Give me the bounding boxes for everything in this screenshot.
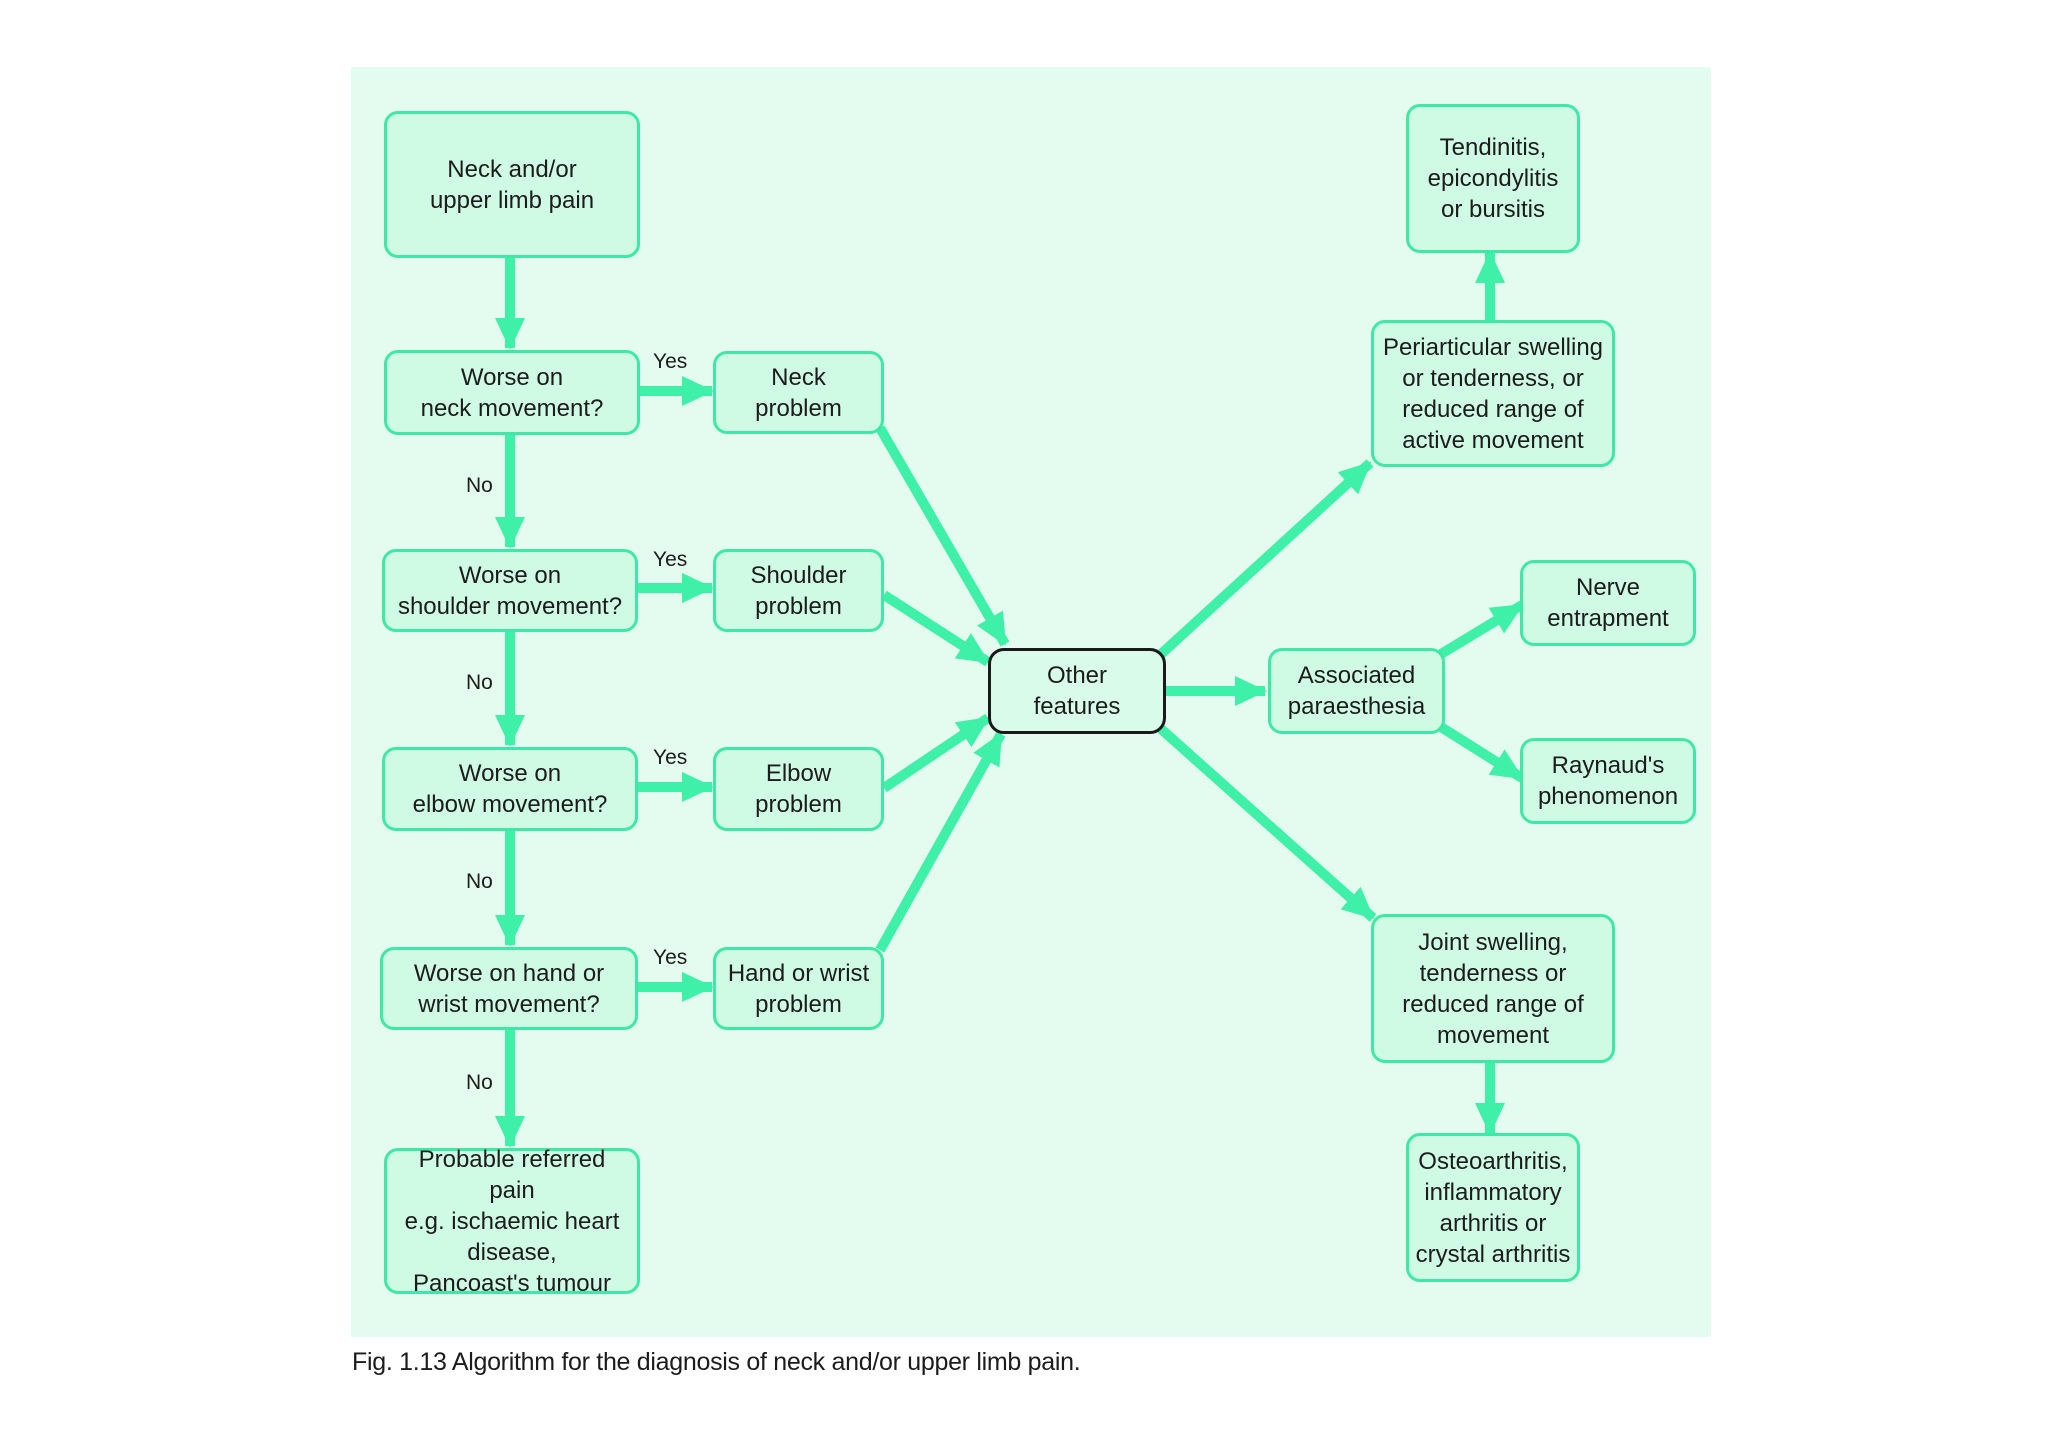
- node-hand-problem: Hand or wrist problem: [713, 947, 884, 1030]
- node-q-elbow: Worse on elbow movement?: [382, 747, 638, 831]
- label-yes-elbow: Yes: [653, 746, 688, 769]
- node-periarticular: Periarticular swelling or tenderness, or…: [1371, 320, 1615, 467]
- label-no-3: No: [466, 870, 493, 893]
- label-no-2: No: [466, 671, 493, 694]
- node-osteoarthritis: Osteoarthritis, inflammatory arthritis o…: [1406, 1133, 1580, 1282]
- node-other-features: Other features: [988, 648, 1166, 734]
- label-yes-hand: Yes: [653, 946, 688, 969]
- node-joint-swelling: Joint swelling, tenderness or reduced ra…: [1371, 914, 1615, 1063]
- node-neck-problem: Neck problem: [713, 351, 884, 434]
- figure-caption: Fig. 1.13 Algorithm for the diagnosis of…: [352, 1348, 1081, 1376]
- node-paraesthesia: Associated paraesthesia: [1268, 648, 1445, 734]
- node-q-hand: Worse on hand or wrist movement?: [380, 947, 638, 1030]
- label-yes-shoulder: Yes: [653, 548, 688, 571]
- label-no-4: No: [466, 1071, 493, 1094]
- label-yes-neck: Yes: [653, 350, 688, 373]
- node-referred: Probable referred pain e.g. ischaemic he…: [384, 1146, 640, 1297]
- node-nerve: Nerve entrapment: [1520, 560, 1696, 646]
- label-no-1: No: [466, 474, 493, 497]
- node-elbow-problem: Elbow problem: [713, 747, 884, 831]
- node-raynaud: Raynaud's phenomenon: [1520, 738, 1696, 824]
- node-shoulder-problem: Shoulder problem: [713, 549, 884, 632]
- node-q-shoulder: Worse on shoulder movement?: [382, 549, 638, 632]
- node-start: Neck and/or upper limb pain: [384, 111, 640, 258]
- node-q-neck: Worse on neck movement?: [384, 350, 640, 435]
- node-tendinitis: Tendinitis, epicondylitis or bursitis: [1406, 104, 1580, 253]
